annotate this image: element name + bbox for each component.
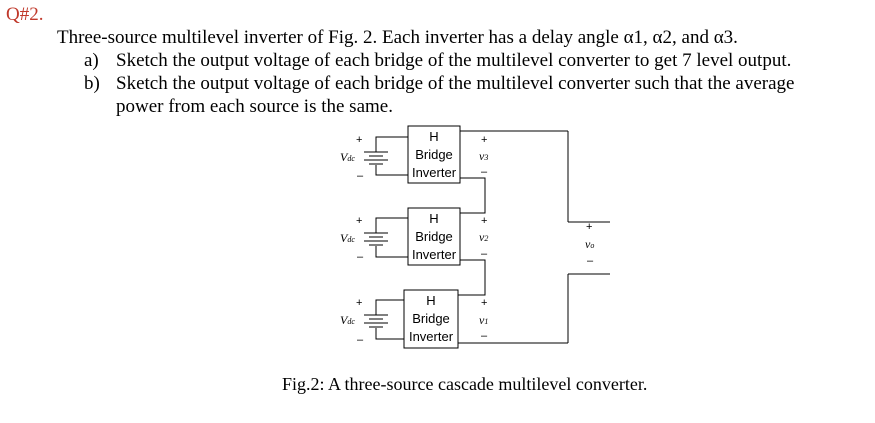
h-label: H [429,211,439,226]
bridge-output-label: v2 [479,230,489,244]
bridge-label: Bridge [415,229,453,244]
h-bridge-box [407,207,461,266]
inverter-label: Inverter [408,329,454,344]
source-label: Vdc [340,313,355,327]
plus-sign: + [356,297,363,309]
plus-sign: + [586,221,593,233]
bridge-label: Bridge [412,311,450,326]
item-letter: a) [84,50,99,71]
inverter-label: Inverter [411,247,457,262]
minus-sign: – [357,334,364,346]
question-intro: Three-source multilevel inverter of Fig.… [57,27,738,48]
h-label: H [429,129,439,144]
bridge-label: Bridge [415,147,453,162]
source-label: Vdc [340,150,355,164]
h-bridge-box [403,289,459,349]
minus-sign: – [481,166,488,178]
minus-sign: – [357,251,364,263]
plus-sign: + [356,215,363,227]
item-text: Sketch the output voltage of each bridge… [116,50,792,71]
h-label: H [426,293,436,308]
question-item-b-continuation: power from each source is the same. [116,96,393,117]
h-bridge-label: H Bridge Inverter [408,210,460,264]
inverter-label: Inverter [411,165,457,180]
plus-sign: + [481,215,488,227]
h-bridge-box [407,125,461,184]
battery-icon [364,314,388,328]
h-bridge-label: H Bridge Inverter [408,128,460,182]
minus-sign: – [481,330,488,342]
question-number: Q#2. [6,4,44,25]
minus-sign: – [587,255,594,267]
figure-caption: Fig.2: A three-source cascade multilevel… [282,374,648,394]
battery-icon [364,232,388,246]
bridge-output-label: v1 [479,313,489,327]
question-item-b: b) Sketch the output voltage of each brid… [84,73,794,95]
battery-icon [364,151,388,165]
source-label: Vdc [340,231,355,245]
item-text: Sketch the output voltage of each bridge… [116,73,795,94]
plus-sign: + [481,134,488,146]
item-letter: b) [84,73,100,94]
minus-sign: – [357,170,364,182]
question-item-a: a) Sketch the output voltage of each brid… [84,50,791,72]
plus-sign: + [356,134,363,146]
bridge-output-label: v3 [479,149,489,163]
minus-sign: – [481,248,488,260]
h-bridge-label: H Bridge Inverter [404,292,458,346]
output-voltage-label: vo [585,237,595,251]
plus-sign: + [481,297,488,309]
